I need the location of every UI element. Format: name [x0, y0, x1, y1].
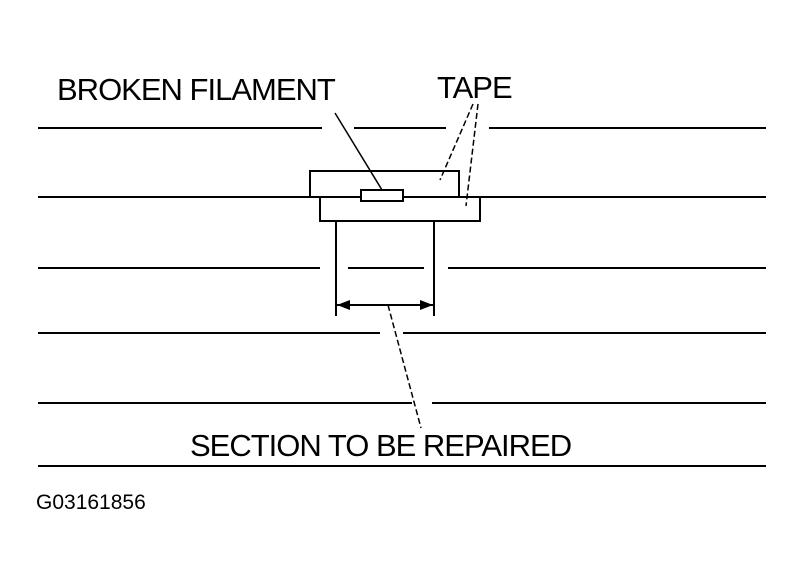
broken-filament-label: BROKEN FILAMENT — [57, 72, 336, 107]
broken-filament-mark — [360, 189, 404, 202]
figure-code: G03161856 — [36, 491, 146, 514]
tape-leader-lower — [465, 103, 479, 207]
tape-leader-upper — [439, 103, 474, 181]
dimension-arrow-left — [337, 300, 350, 310]
broken-filament-leader — [334, 112, 383, 191]
dimension-arrow-right — [420, 300, 433, 310]
section-leader — [387, 304, 422, 429]
tape-label: TAPE — [437, 70, 513, 105]
section-to-be-repaired-label: SECTION TO BE REPAIRED — [190, 428, 572, 463]
